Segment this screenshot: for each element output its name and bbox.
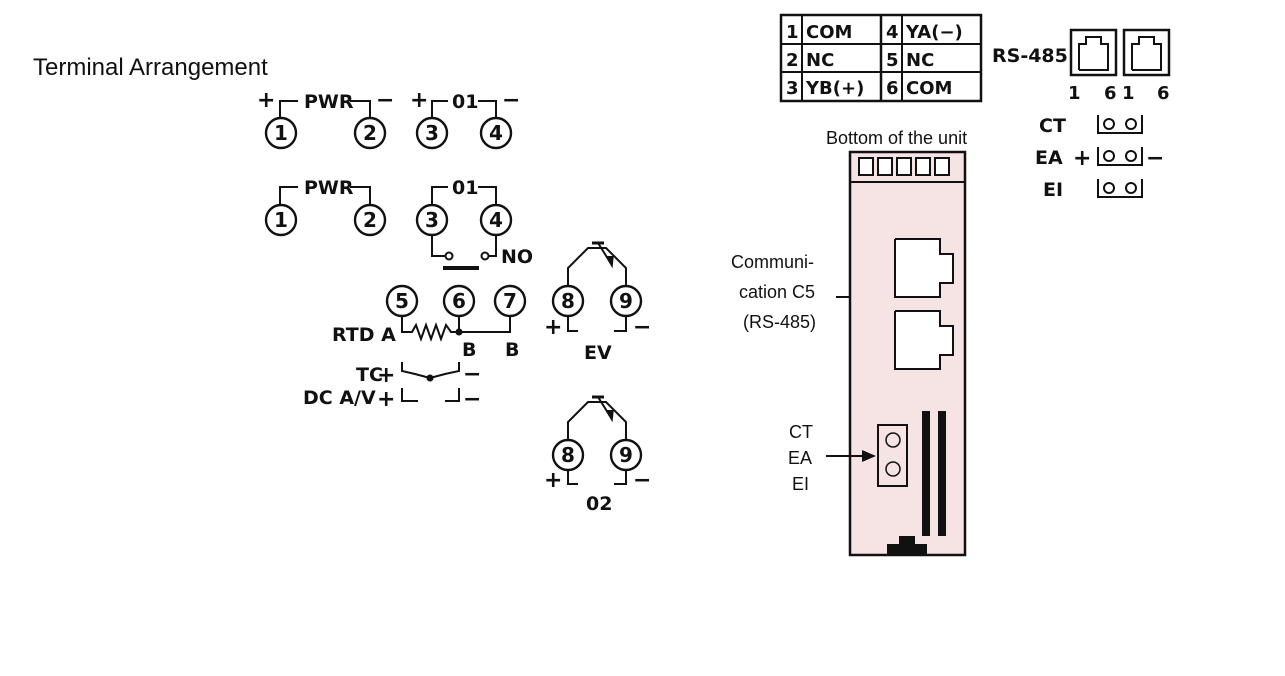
terminal-1	[264, 116, 298, 150]
terminal-4	[479, 116, 513, 150]
jumper-ea-minus: −	[1146, 146, 1164, 171]
pwr-label: PWR	[304, 91, 354, 113]
o1-label: 01	[452, 91, 478, 113]
jumper-ea-label: EA	[1035, 147, 1063, 169]
pin-5-name: NC	[906, 50, 934, 71]
pin-4-name: YA(−)	[905, 22, 963, 43]
pwr-o1-row1: + PWR − + 01 − 1 2 3 4	[257, 88, 520, 150]
tc-minus-sign: −	[463, 362, 481, 387]
terminal-2	[353, 116, 387, 150]
o2-minus-sign: −	[633, 468, 651, 493]
terminal-2-number: 2	[363, 121, 377, 145]
terminal-8b-number: 8	[561, 443, 575, 467]
terminal-9b-number: 9	[619, 443, 633, 467]
terminal-8-number: 8	[561, 289, 575, 313]
comm-port-2	[894, 310, 954, 370]
dcav-label: DC A/V	[303, 387, 376, 409]
terminal-3-number: 3	[425, 121, 439, 145]
dcav-minus-sign: −	[463, 387, 481, 412]
o1-label-2: 01	[452, 177, 478, 199]
pin-6-number: 6	[886, 78, 899, 99]
terminal-4b-number: 4	[489, 208, 503, 232]
pin-1-name: COM	[806, 22, 852, 43]
ev-minus-sign: −	[633, 315, 651, 340]
unit-ei-label: EI	[792, 474, 809, 494]
pin-5-number: 5	[886, 50, 899, 71]
input-terminals: 5 6 7 RTD A B B TC + − DC A/V + −	[303, 284, 527, 412]
jack2-pin-1: 1	[1122, 83, 1135, 104]
jack2-pin-6: 6	[1157, 83, 1170, 104]
o1-minus-sign: −	[502, 88, 520, 113]
unit-bottom-view: Bottom of the unit Communi- cation C5 (R…	[731, 128, 967, 557]
tc-plus-sign: +	[377, 363, 395, 388]
terminal-5-number: 5	[395, 289, 409, 313]
terminal-1b-number: 1	[274, 208, 288, 232]
pin-3-name: YB(+)	[805, 78, 864, 99]
ev-output: 8 9 + − EV	[544, 241, 651, 364]
terminal-3	[415, 116, 449, 150]
rs485-pin-table: 1 COM 2 NC 3 YB(+) 4 YA(−) 5 NC 6 COM	[779, 13, 983, 103]
pin-1-number: 1	[786, 22, 799, 43]
rs485-label: RS-485	[992, 45, 1068, 67]
pin-2-name: NC	[806, 50, 834, 71]
o1-plus-sign: +	[410, 88, 428, 113]
unit-ct-label: CT	[789, 422, 813, 442]
o2-label: 02	[586, 493, 612, 515]
jumper-legend: CT EA + − EI	[1035, 115, 1164, 201]
terminal-3b-number: 3	[425, 208, 439, 232]
rs485-jacks: RS-485 1 6 1 6	[992, 28, 1171, 104]
pin-6-name: COM	[906, 78, 952, 99]
tc-label: TC	[356, 364, 383, 386]
jack1-pin-6: 6	[1104, 83, 1117, 104]
pwr-plus-sign: +	[257, 88, 275, 113]
terminal-4-number: 4	[489, 121, 503, 145]
comm-port-1	[894, 238, 954, 298]
comm-label-line2: cation C5	[739, 282, 815, 302]
rtd-label: RTD A	[332, 324, 396, 346]
pin-2-number: 2	[786, 50, 799, 71]
pin-3-number: 3	[786, 78, 799, 99]
unit-ea-label: EA	[788, 448, 812, 468]
page-title: Terminal Arrangement	[33, 54, 268, 81]
dcav-plus-sign: +	[377, 387, 395, 412]
terminal-1b	[264, 203, 298, 237]
o2-plus-sign: +	[544, 468, 562, 493]
terminal-9-number: 9	[619, 289, 633, 313]
jumper-ea-plus: +	[1073, 146, 1091, 171]
unit-bottom-label: Bottom of the unit	[826, 128, 967, 148]
rtd-b-label-1: B	[462, 339, 476, 361]
jumper-ct-label: CT	[1039, 115, 1066, 137]
terminal-2b	[353, 203, 387, 237]
comm-label-line1: Communi-	[731, 252, 814, 272]
pwr-label-2: PWR	[304, 177, 354, 199]
pwr-minus-sign: −	[376, 88, 394, 113]
relay-no-label: NO	[501, 246, 533, 268]
ev-label: EV	[584, 342, 612, 364]
pin-4-number: 4	[886, 22, 899, 43]
o2-output: 8 9 + − 02	[544, 395, 651, 515]
pwr-o1-row2: PWR 01 1 2 3 4 NO	[264, 177, 533, 270]
terminal-6-number: 6	[452, 289, 466, 313]
comm-label-line3: (RS-485)	[743, 312, 816, 332]
terminal-7-number: 7	[503, 289, 517, 313]
jack1-pin-1: 1	[1068, 83, 1081, 104]
terminal-1-number: 1	[274, 121, 288, 145]
terminal-2b-number: 2	[363, 208, 377, 232]
rtd-b-label-2: B	[505, 339, 519, 361]
jumper-ei-label: EI	[1043, 179, 1063, 201]
ev-plus-sign: +	[544, 315, 562, 340]
